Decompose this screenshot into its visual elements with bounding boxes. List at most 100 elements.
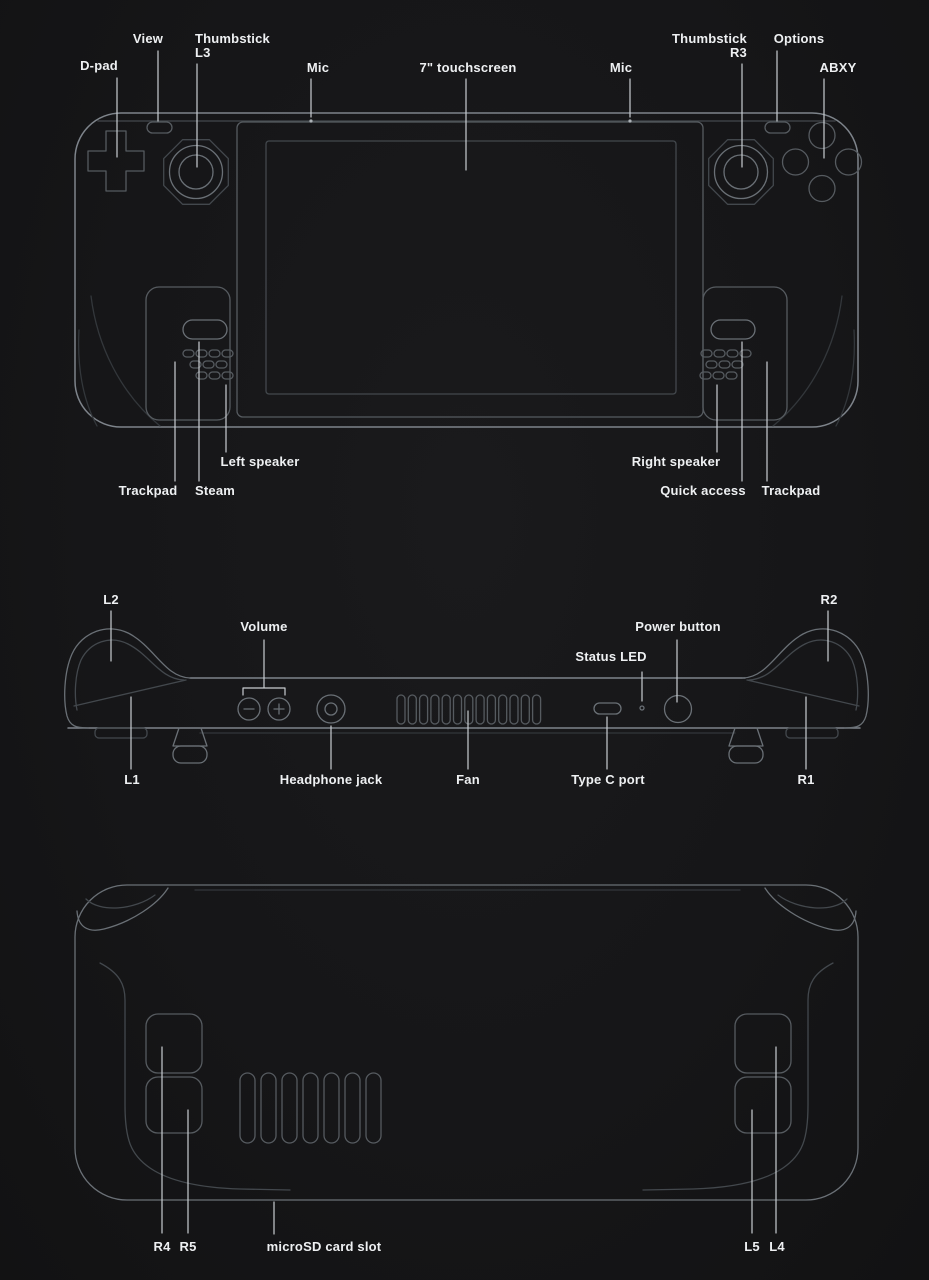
left-trigger-hump-crease bbox=[85, 894, 156, 909]
label-trackpad-right: Trackpad bbox=[761, 483, 821, 498]
left-grip-boundary bbox=[99, 962, 291, 1191]
r5-button bbox=[145, 1076, 203, 1134]
dpad bbox=[87, 130, 145, 192]
abxy-button-left bbox=[781, 148, 810, 176]
volume-up-button bbox=[267, 697, 291, 721]
status-led bbox=[639, 705, 645, 711]
label-type-c-port: Type C port bbox=[571, 772, 645, 787]
label-r4: R4 bbox=[153, 1239, 171, 1254]
top-view-controls bbox=[237, 694, 693, 725]
label-left-speaker: Left speaker bbox=[220, 454, 300, 469]
view-button bbox=[146, 121, 173, 134]
right-trigger-hump bbox=[764, 887, 857, 931]
left-thumbstick-well bbox=[163, 139, 229, 205]
label-right-speaker: Right speaker bbox=[631, 454, 721, 469]
options-button bbox=[764, 121, 791, 134]
front-view-controls bbox=[87, 121, 863, 421]
right-grip-outline bbox=[742, 628, 869, 729]
steam-button bbox=[182, 319, 228, 340]
left-bumper-underside bbox=[94, 727, 148, 739]
label-dpad: D-pad bbox=[80, 58, 118, 73]
mic-left-hole bbox=[309, 119, 313, 123]
label-headphone-jack: Headphone jack bbox=[279, 772, 383, 787]
right-thumbstick-top-stem bbox=[728, 727, 764, 747]
label-thumbstick-r3-line1: Thumbstick bbox=[672, 31, 747, 46]
left-grip-seam bbox=[73, 679, 187, 707]
label-touchscreen: 7" touchscreen bbox=[419, 60, 517, 75]
label-l4: L4 bbox=[769, 1239, 785, 1254]
label-mic-left: Mic bbox=[306, 60, 330, 75]
label-l2: L2 bbox=[103, 592, 119, 607]
label-options: Options bbox=[773, 31, 825, 46]
label-power-button: Power button bbox=[635, 619, 721, 634]
left-thumbstick-top-stem bbox=[172, 727, 208, 747]
screen-glass-frame bbox=[236, 121, 704, 418]
left-speaker-grille bbox=[182, 349, 234, 380]
back-body-outline bbox=[74, 884, 859, 1201]
label-thumbstick-r3-line2: R3 bbox=[729, 45, 747, 60]
left-trigger-hump bbox=[76, 887, 169, 931]
right-grip-boundary bbox=[642, 962, 834, 1191]
l2-trigger-contour bbox=[74, 639, 185, 711]
right-speaker-grille bbox=[699, 349, 752, 380]
label-fan: Fan bbox=[456, 772, 480, 787]
label-r5: R5 bbox=[179, 1239, 197, 1254]
volume-leader-bracket bbox=[242, 639, 286, 696]
l4-button bbox=[734, 1013, 792, 1074]
quick-access-button bbox=[710, 319, 756, 340]
left-thumbstick-ring bbox=[168, 144, 224, 200]
headphone-jack-port bbox=[316, 694, 346, 724]
label-thumbstick-l3-line1: Thumbstick bbox=[195, 31, 270, 46]
l5-button bbox=[734, 1076, 792, 1134]
r2-trigger-contour bbox=[748, 639, 859, 711]
label-mic-right: Mic bbox=[609, 60, 633, 75]
type-c-port bbox=[593, 702, 622, 715]
label-steam: Steam bbox=[194, 483, 236, 498]
right-thumbstick-cap bbox=[723, 154, 759, 190]
left-grip-crease bbox=[90, 295, 161, 427]
right-grip-edge bbox=[835, 329, 855, 427]
label-l1: L1 bbox=[124, 772, 140, 787]
label-microsd-card-slot: microSD card slot bbox=[266, 1239, 382, 1254]
right-grip-seam bbox=[746, 679, 860, 707]
right-trigger-hump-crease bbox=[777, 894, 848, 909]
label-thumbstick-l3: Thumbstick L3 bbox=[195, 32, 270, 60]
right-bumper-underside bbox=[785, 727, 839, 739]
front-view-leader-lines bbox=[116, 50, 825, 482]
label-abxy: ABXY bbox=[819, 60, 857, 75]
power-button bbox=[663, 694, 693, 724]
fan-grille bbox=[396, 694, 542, 725]
label-l5: L5 bbox=[744, 1239, 760, 1254]
r4-button bbox=[145, 1013, 203, 1074]
label-view: View bbox=[132, 31, 164, 46]
label-thumbstick-l3-line2: L3 bbox=[195, 45, 211, 60]
back-vent-grille bbox=[239, 1072, 382, 1144]
right-thumbstick-well bbox=[708, 139, 774, 205]
mic-right-hole bbox=[628, 119, 632, 123]
right-trackpad bbox=[702, 286, 788, 421]
back-view-leader-lines bbox=[161, 1046, 777, 1235]
left-thumbstick-top-cap bbox=[172, 745, 208, 764]
right-thumbstick-top-cap bbox=[728, 745, 764, 764]
volume-down-button bbox=[237, 697, 261, 721]
right-thumbstick-ring bbox=[713, 144, 769, 200]
label-quick-access: Quick access bbox=[660, 483, 746, 498]
back-view-outline bbox=[74, 884, 859, 1201]
abxy-button-top bbox=[808, 121, 836, 150]
label-r2: R2 bbox=[820, 592, 838, 607]
left-thumbstick-cap bbox=[178, 154, 214, 190]
left-grip-edge bbox=[78, 329, 98, 427]
top-view-outline bbox=[64, 628, 869, 764]
label-r1: R1 bbox=[797, 772, 815, 787]
label-status-led: Status LED bbox=[575, 649, 647, 664]
abxy-button-right bbox=[834, 148, 863, 176]
left-trackpad bbox=[145, 286, 231, 421]
abxy-button-bottom bbox=[808, 174, 836, 203]
top-view-leader-lines bbox=[110, 610, 829, 770]
label-trackpad-left: Trackpad bbox=[118, 483, 178, 498]
label-thumbstick-r3: Thumbstick R3 bbox=[672, 32, 747, 60]
left-grip-outline bbox=[64, 628, 191, 729]
headphone-jack-hole bbox=[324, 702, 338, 716]
